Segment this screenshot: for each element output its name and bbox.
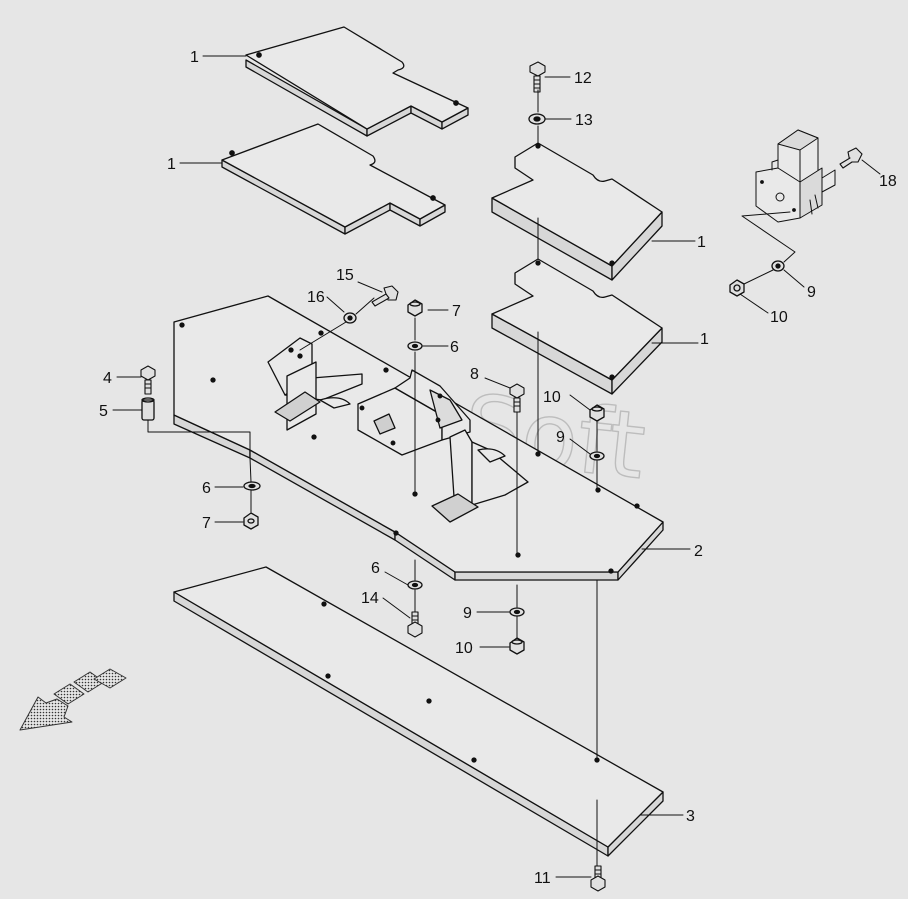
foot-pad-right-lower (491, 258, 663, 395)
callout-16: 16 (307, 289, 325, 306)
mount-bracket-right (431, 429, 529, 523)
callout-10: 10 (543, 389, 561, 406)
callout-9: 9 (463, 605, 472, 622)
callout-11: 11 (534, 870, 551, 887)
callout-10: 10 (770, 309, 788, 326)
foot-pad-top-left-1 (245, 26, 469, 137)
foot-pad-top-left-2 (221, 123, 446, 235)
callout-7: 7 (452, 303, 461, 320)
callout-2: 2 (694, 543, 703, 560)
washer-9-center (589, 451, 605, 461)
callout-6: 6 (450, 339, 459, 356)
bolt-8 (509, 383, 525, 413)
bolt-15 (371, 285, 399, 307)
washer-6-left (243, 481, 261, 491)
front-direction-arrow-icon (19, 668, 127, 731)
callout-1: 1 (190, 49, 199, 66)
callout-5: 5 (99, 403, 108, 420)
callout-8: 8 (470, 366, 479, 383)
callout-3: 3 (686, 808, 695, 825)
nut-7-left (243, 512, 259, 530)
nut-7-top (407, 299, 423, 317)
callout-6: 6 (202, 480, 211, 497)
callout-13: 13 (575, 112, 593, 129)
callout-1: 1 (167, 156, 176, 173)
nut-10-bottom (509, 637, 525, 655)
bolt-4 (140, 365, 156, 395)
callout-15: 15 (336, 267, 354, 284)
callout-9: 9 (807, 284, 816, 301)
mount-bracket-center (357, 369, 471, 456)
washer-16 (343, 312, 357, 324)
washer-6-top (407, 341, 423, 351)
nut-10-valve (729, 279, 745, 297)
washer-13 (528, 113, 546, 125)
callout-14: 14 (361, 590, 379, 607)
callout-12: 12 (574, 70, 592, 87)
callout-9: 9 (556, 429, 565, 446)
spacer-5 (141, 397, 155, 421)
foot-pad-right-upper (491, 142, 663, 281)
washer-6-bottom (407, 580, 423, 590)
leader-lines (112, 55, 881, 878)
bolt-18 (839, 147, 863, 169)
callout-18: 18 (879, 173, 897, 190)
assembly-lines (147, 89, 796, 867)
callout-1: 1 (697, 234, 706, 251)
callout-labels: 1 1 1 1 2 3 4 5 6 6 6 7 7 8 9 9 9 10 10 … (99, 49, 897, 887)
bolt-11 (590, 865, 606, 892)
bolt-14 (407, 611, 423, 638)
callout-10: 10 (455, 640, 473, 657)
callout-6: 6 (371, 560, 380, 577)
mount-bracket-left (267, 337, 363, 431)
bottom-plate (173, 566, 664, 857)
callout-4: 4 (103, 370, 112, 387)
valve-assembly (755, 129, 836, 223)
washer-9-valve (771, 260, 785, 272)
nut-10-center (589, 404, 605, 422)
callout-1: 1 (700, 331, 709, 348)
washer-9-bottom (509, 607, 525, 617)
bolt-12 (529, 61, 546, 93)
callout-7: 7 (202, 515, 211, 532)
